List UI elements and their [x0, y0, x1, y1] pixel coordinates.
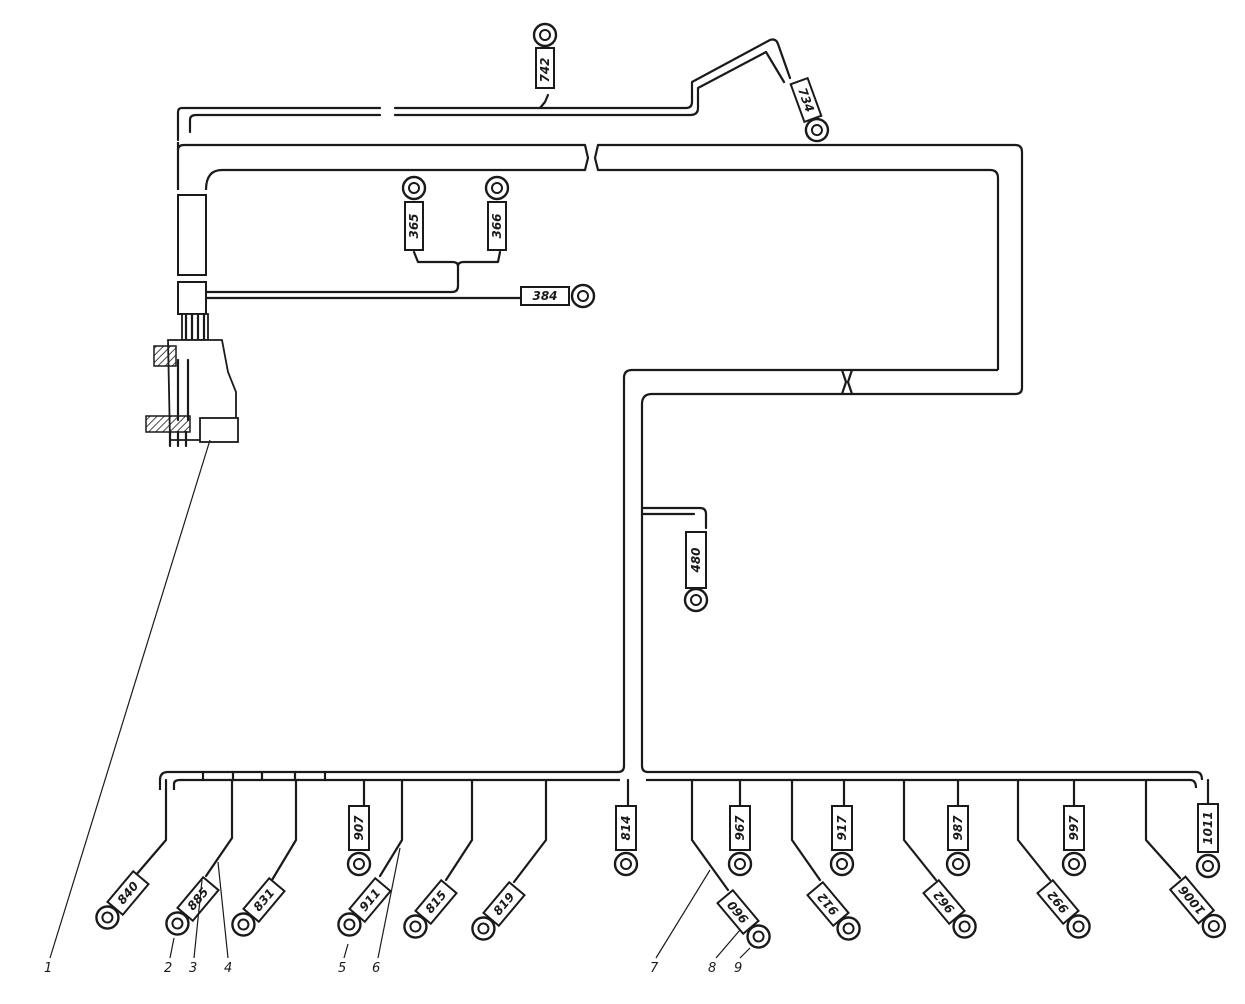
terminal-815: 815 [403, 878, 458, 939]
terminal-992: 992 [1036, 878, 1091, 939]
terminal-819: 819 [471, 880, 526, 941]
branch-wires [128, 778, 1210, 892]
terminal-912: 912 [806, 880, 861, 941]
callout-9: 9 [734, 961, 742, 976]
terminal-840: 840 [95, 869, 150, 930]
terminal-967: 967 [727, 805, 753, 877]
label-366: 366 [490, 213, 504, 238]
label-384: 384 [532, 289, 557, 303]
label-480: 480 [689, 547, 703, 573]
label-907: 907 [352, 815, 366, 841]
lower-bus [158, 765, 1204, 790]
label-917: 917 [835, 815, 849, 841]
label-997: 997 [1067, 815, 1081, 841]
terminal-911: 911 [337, 876, 392, 937]
connector-block [145, 312, 239, 448]
label-967: 967 [733, 815, 747, 841]
label-742: 742 [538, 57, 552, 82]
terminal-917: 917 [829, 805, 855, 877]
callout-8: 8 [708, 961, 716, 976]
terminal-907: 907 [346, 805, 372, 877]
callout-6: 6 [372, 961, 380, 976]
terminal-1011: 1011 [1195, 803, 1221, 879]
terminal-365: 365 [401, 175, 427, 251]
callout-2: 2 [164, 961, 172, 976]
upper-harness [176, 38, 1024, 766]
label-365: 365 [407, 213, 421, 238]
terminal-1006: 1006 [1168, 875, 1227, 939]
terminal-997: 997 [1061, 805, 1087, 877]
callout-7: 7 [650, 961, 659, 976]
terminal-960: 960 [716, 888, 771, 949]
terminal-366: 366 [484, 175, 510, 251]
label-1011: 1011 [1201, 811, 1215, 844]
terminal-962: 962 [922, 878, 977, 939]
terminal-384: 384 [520, 283, 596, 309]
terminal-734: 734 [789, 76, 830, 143]
terminal-987: 987 [945, 805, 971, 877]
callouts: 1 2 3 4 5 6 7 8 9 [44, 439, 751, 976]
callout-4: 4 [224, 961, 232, 976]
terminal-885: 885 [165, 875, 220, 936]
terminal-480: 480 [683, 531, 709, 613]
callout-3: 3 [189, 961, 197, 976]
callout-5: 5 [338, 961, 346, 976]
terminal-831: 831 [231, 876, 286, 937]
terminal-814: 814 [613, 805, 639, 877]
callout-1: 1 [44, 961, 52, 976]
label-987: 987 [951, 815, 965, 841]
label-814: 814 [619, 815, 633, 840]
terminal-742: 742 [532, 22, 558, 89]
